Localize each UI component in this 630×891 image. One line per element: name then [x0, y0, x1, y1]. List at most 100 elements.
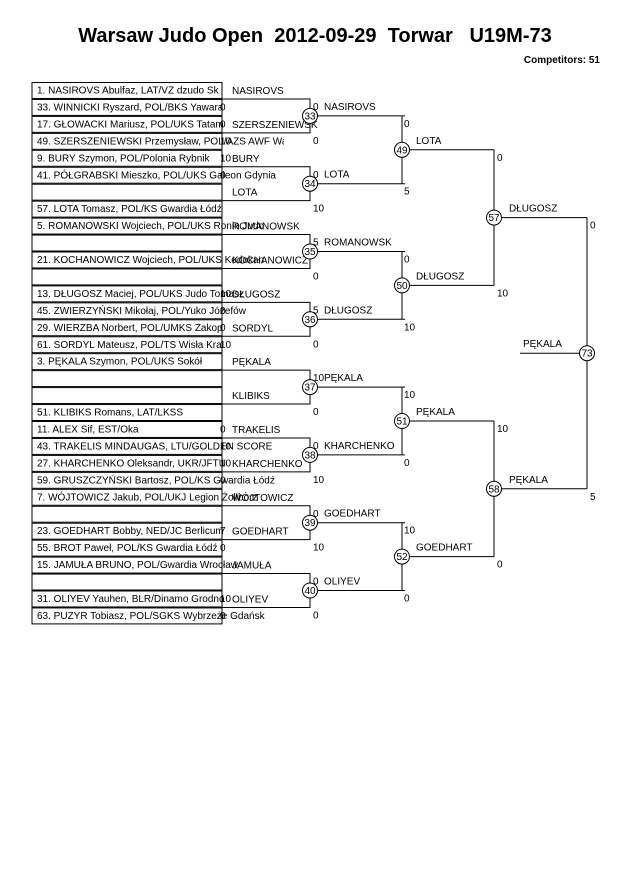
match-number: 52 — [396, 552, 408, 563]
score: 10 — [220, 136, 232, 147]
match-38: 38 — [302, 446, 318, 463]
competitor-row: 1. NASIROVS Abulfaz, LAT/VZ dzudo Sk — [31, 82, 223, 99]
competitor-row: 31. OLIYEV Yauhen, BLR/Dinamo Grodno — [31, 590, 225, 608]
score: 5 — [590, 492, 596, 503]
score: 5 — [313, 238, 319, 249]
competitor-box — [31, 421, 223, 438]
round2-winner: PĘKALA — [324, 373, 363, 384]
competitor-row: 63. PUZYR Tobiasz, POL/SGKS Wybrzeże Gda… — [31, 607, 266, 625]
competitor-box — [31, 404, 223, 421]
round1-winner: GOEDHART — [232, 527, 289, 538]
match-number: 36 — [304, 315, 316, 326]
competitor-box — [31, 437, 223, 455]
match-number: 40 — [304, 586, 316, 597]
competitor-box — [31, 217, 223, 235]
competitor-row: 15. JAMUŁA BRUNO, POL/Gwardia Wrocław — [31, 556, 239, 574]
round1-winner: KHARCHENKO — [232, 459, 303, 470]
match-50: 50 — [394, 277, 410, 294]
score: 10 — [313, 475, 325, 486]
score: 0 — [497, 153, 503, 164]
competitor-name: 51. KLIBIKS Romans, LAT/LKSS — [37, 408, 183, 419]
competitor-box — [31, 183, 223, 201]
competitor-row: 23. GOEDHART Bobby, NED/JC Berlicum — [31, 522, 224, 540]
score: 10 — [220, 153, 232, 164]
round1-result: JAMUŁA — [232, 561, 272, 572]
match-51: 51 — [394, 413, 410, 429]
competitor-box — [31, 505, 223, 523]
competitor-row: 29. WIERZBA Norbert, POL/UMKS Zakop — [31, 319, 223, 337]
score: 0 — [220, 543, 226, 554]
competitor-row — [31, 183, 223, 201]
competitor-box — [31, 166, 223, 184]
round2-winner: DŁUGOSZ — [324, 305, 372, 316]
competitor-name: 41. PÓŁGRABSKI Mieszko, POL/UKS Galeon G… — [37, 168, 276, 181]
match-number: 58 — [488, 484, 500, 495]
round2-winner: OLIYEV — [324, 577, 360, 588]
match-number: 73 — [581, 349, 593, 360]
match-52: 52 — [394, 548, 410, 565]
competitor-row: 21. KOCHANOWICZ Wojciech, POL/UKS Kodoka… — [31, 251, 264, 269]
round3-winner: PĘKALA — [416, 407, 455, 418]
match-number: 50 — [396, 281, 408, 292]
score: 0 — [220, 119, 226, 130]
competitor-box — [31, 115, 223, 133]
score: 10 — [404, 390, 416, 401]
competitor-box — [31, 149, 223, 167]
score: 10 — [220, 289, 232, 300]
score: 0 — [220, 425, 226, 436]
match-circle — [394, 548, 410, 565]
round1-winner: KLIBIKS — [232, 391, 270, 402]
score: 10 — [220, 594, 232, 605]
match-35: 35 — [302, 243, 318, 260]
winner-labels: NASIROVS0SZERSZENIEWSK010BURY100LOTAROMA… — [220, 86, 596, 622]
score: 0 — [313, 407, 319, 418]
page-title: Warsaw Judo Open 2012-09-29 Torwar U19M-… — [78, 25, 552, 47]
competitor-row: 41. PÓŁGRABSKI Mieszko, POL/UKS Galeon G… — [31, 166, 276, 184]
match-number: 57 — [488, 213, 500, 224]
competitor-row: 61. SORDYL Mateusz, POL/TS Wisła Kra — [31, 336, 223, 354]
score: 0 — [220, 475, 226, 486]
score: 10 — [220, 340, 232, 351]
match-number: 39 — [304, 518, 316, 529]
competitor-row: 33. WINNICKI Ryszard, POL/BKS Yawara — [31, 98, 224, 116]
competitor-row: 27. KHARCHENKO Oleksandr, UKR/JFTU — [31, 454, 226, 472]
competitor-box — [31, 82, 223, 99]
competitor-row — [31, 268, 223, 286]
match-circle — [302, 379, 318, 396]
competitor-box — [31, 370, 223, 388]
competitor-row — [31, 573, 223, 591]
score: 0 — [404, 119, 410, 130]
competitor-name: 3. PĘKALA Szymon, POL/UKS Sokół — [37, 357, 203, 368]
round1-result: PĘKALA — [232, 357, 271, 368]
competitor-name: 5. ROMANOWSKI Wojciech, POL/UKS Ronin Ju… — [37, 221, 265, 232]
round1-winner: JAMUŁA — [232, 561, 272, 572]
match-33: 33 — [302, 107, 318, 124]
score: 10 — [404, 526, 416, 537]
competitor-box — [31, 132, 223, 150]
match-circle — [302, 446, 318, 463]
round2-winner: LOTA — [324, 170, 350, 181]
competitor-box — [31, 336, 223, 354]
competitor-box — [31, 200, 223, 218]
round3-winner: LOTA — [416, 136, 442, 147]
score: 0 — [220, 170, 226, 181]
score: 0 — [220, 306, 226, 317]
competitor-name: 9. BURY Szymon, POL/Polonia Rybnik — [37, 153, 210, 164]
match-37: 37 — [302, 379, 318, 396]
match-39: 39 — [302, 514, 318, 531]
score: 10 — [313, 204, 325, 215]
round1-result: ROMANOWSK — [232, 222, 300, 233]
competitor-box — [31, 234, 223, 252]
score: 10 — [404, 322, 416, 333]
